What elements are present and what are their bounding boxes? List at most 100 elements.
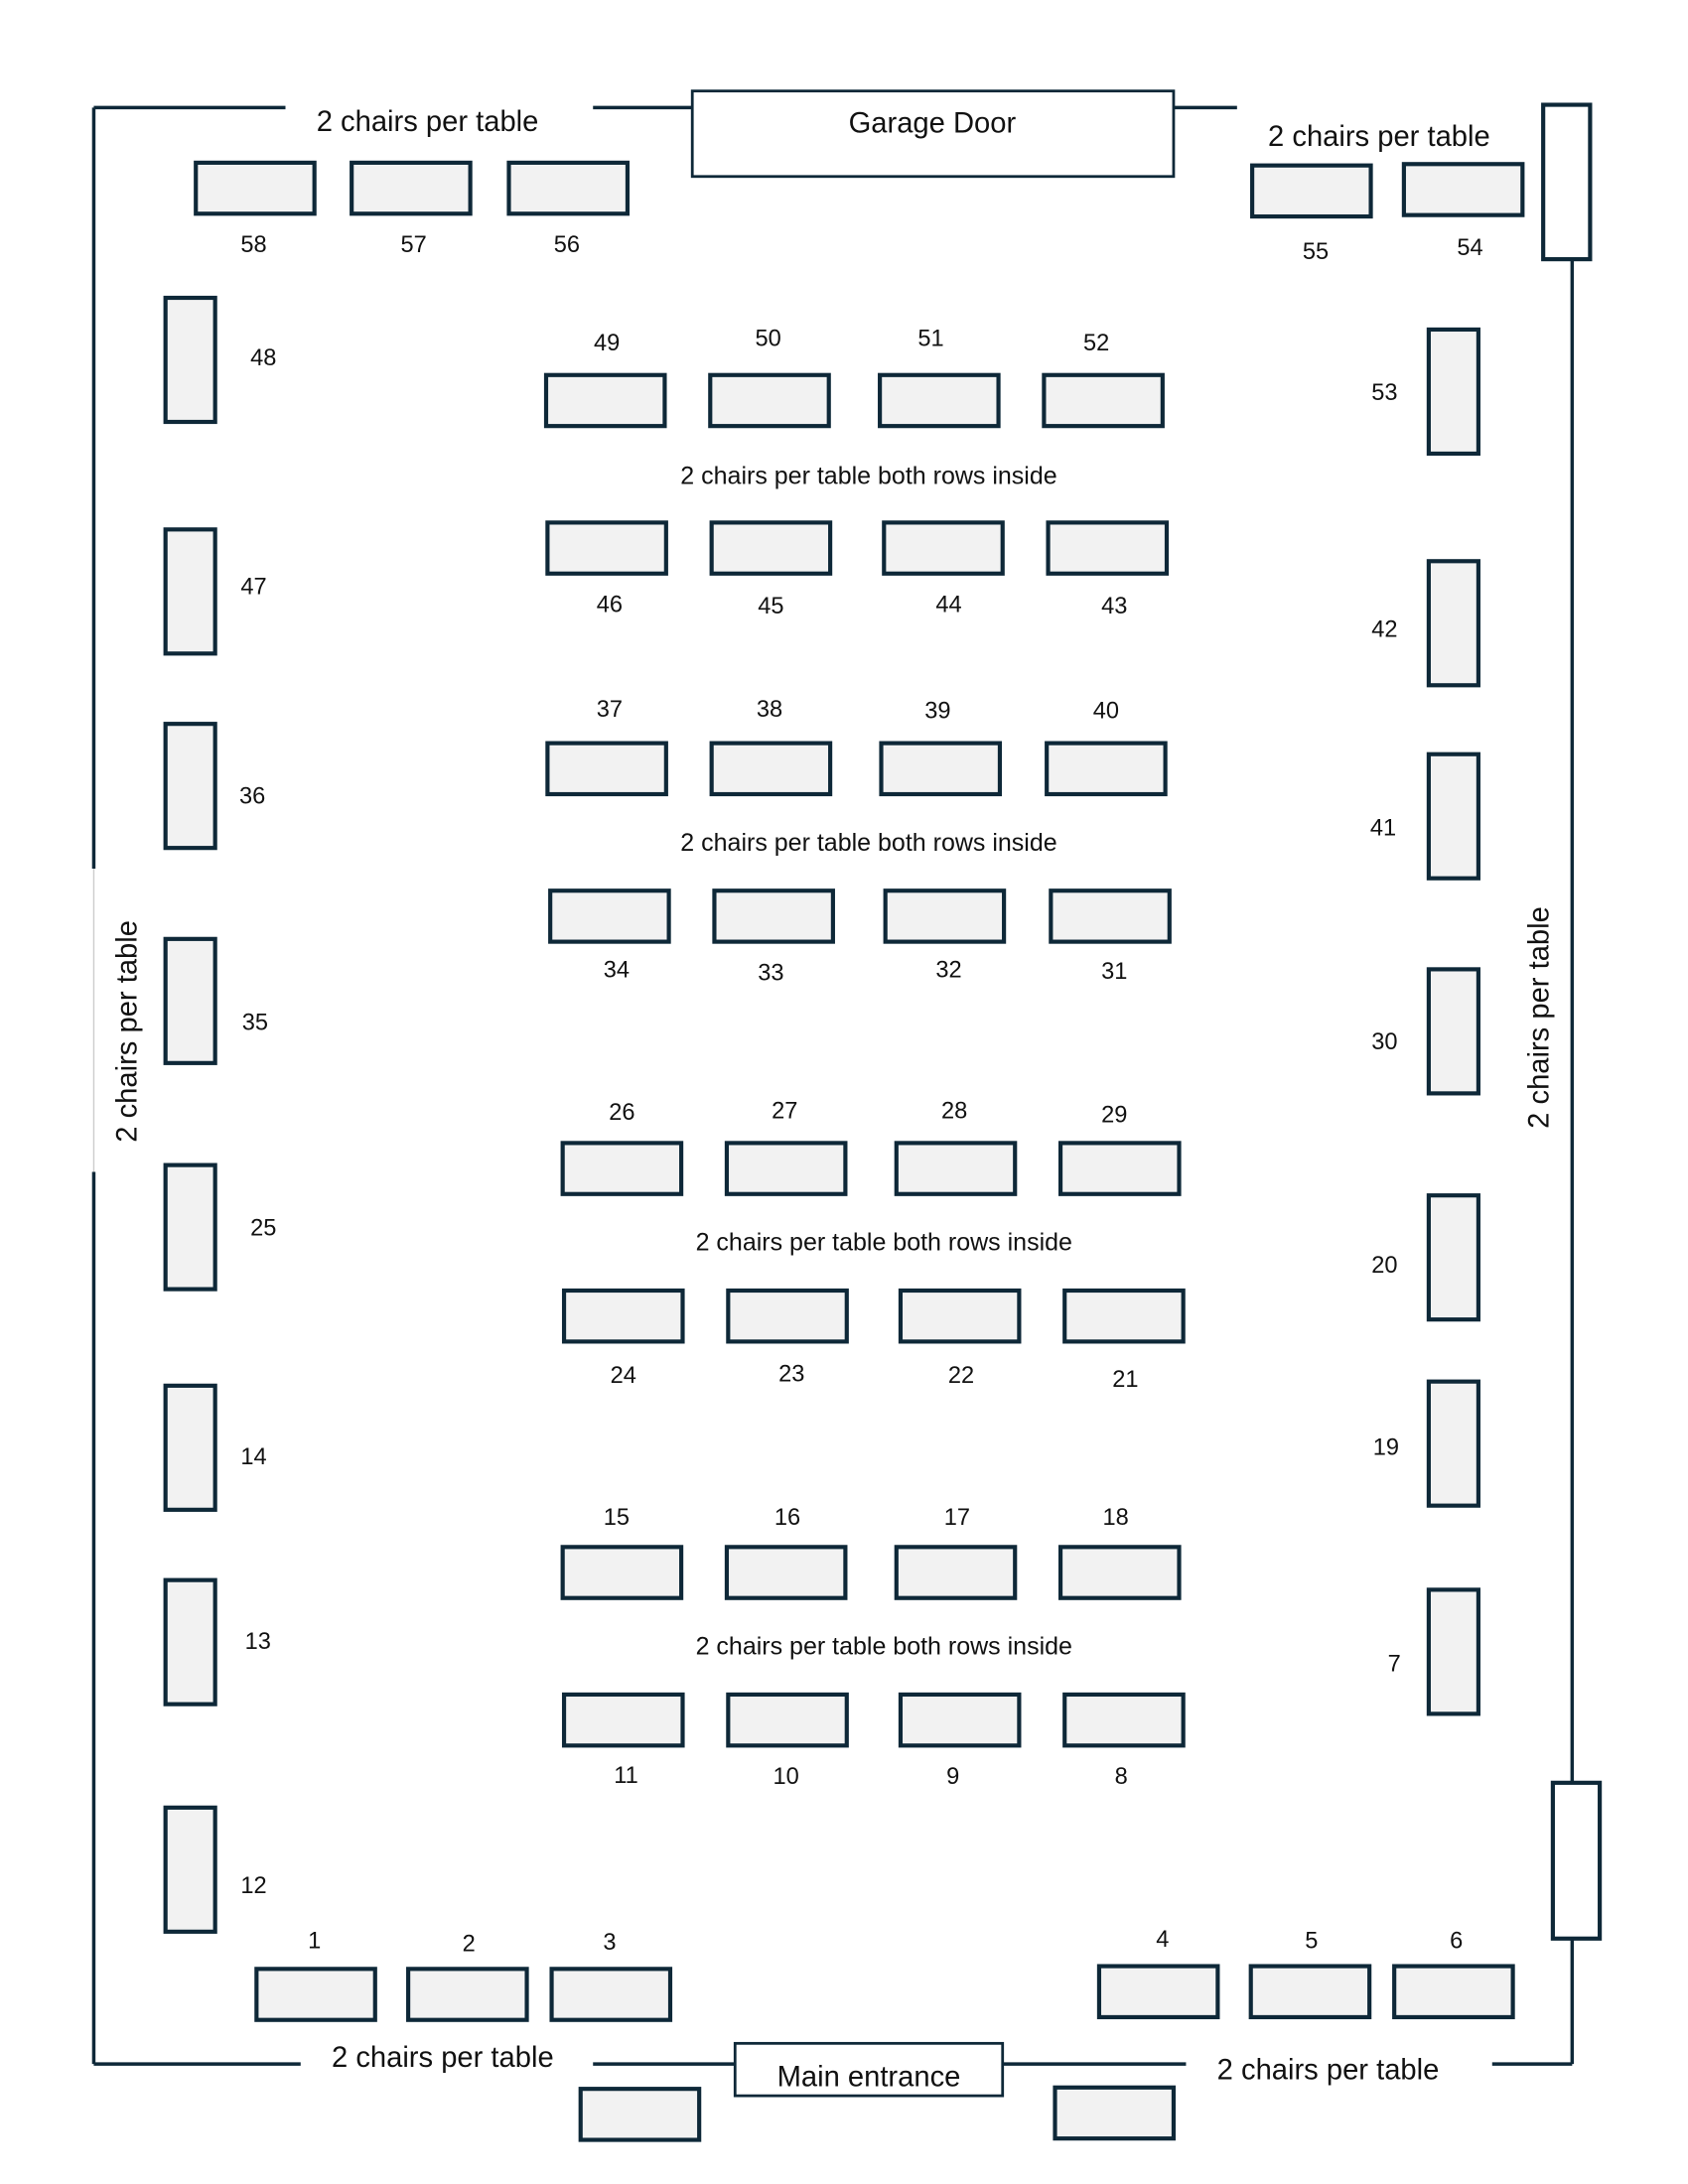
- table-number: 23: [778, 1362, 804, 1388]
- main-entrance-label: Main entrance: [777, 2061, 961, 2093]
- table-43: 43: [1046, 520, 1170, 619]
- table-number: 32: [935, 958, 961, 984]
- table-number: 7: [1388, 1651, 1401, 1677]
- table-51: 51: [878, 327, 1001, 429]
- table-rect: [548, 888, 671, 944]
- table-52: 52: [1042, 331, 1165, 429]
- table-48: 48: [163, 295, 276, 425]
- table-rect: [1426, 751, 1480, 881]
- table-21: 21: [1062, 1288, 1186, 1393]
- table-1: 1: [254, 1929, 377, 2022]
- table-rect: [1426, 967, 1480, 1096]
- table-rect: [879, 741, 1003, 797]
- table-rect: [1062, 1692, 1186, 1748]
- note-right: 2 chairs per table: [1524, 906, 1556, 1129]
- table-rect: [894, 1141, 1018, 1196]
- table-rect: [543, 372, 667, 429]
- table-rect: [1426, 1587, 1480, 1716]
- right-door-top: [1541, 102, 1593, 262]
- note-inside-1: 2 chairs per table both rows inside: [680, 463, 1056, 490]
- table-number: 20: [1371, 1253, 1397, 1279]
- note-inside-2: 2 chairs per table both rows inside: [680, 829, 1056, 857]
- table-number: 41: [1370, 816, 1396, 842]
- table-rect: [545, 741, 668, 797]
- table-20: 20: [1371, 1193, 1480, 1322]
- table-rect: [1392, 1964, 1515, 2020]
- table-number: 29: [1101, 1103, 1127, 1129]
- table-11: 11: [561, 1692, 685, 1789]
- table-3: 3: [549, 1930, 673, 2022]
- table-26: 26: [560, 1100, 684, 1196]
- table-36: 36: [163, 722, 265, 851]
- table-54: 54: [1401, 162, 1525, 261]
- table-35: 35: [163, 936, 268, 1065]
- table-rect: [883, 888, 1007, 944]
- table-number: 4: [1156, 1927, 1169, 1953]
- main-entrance: [733, 2041, 1005, 2098]
- table-9: 9: [898, 1692, 1022, 1790]
- table-39: 39: [879, 699, 1003, 797]
- table-rect: [560, 1141, 684, 1196]
- table-number: 53: [1371, 380, 1397, 406]
- table-10: 10: [726, 1692, 849, 1790]
- table-number: 49: [594, 331, 620, 356]
- table-rect: [163, 295, 217, 425]
- table-rect: [1250, 163, 1373, 219]
- table-12: 12: [163, 1805, 267, 1934]
- table-number: 51: [917, 327, 943, 352]
- table-number: 25: [250, 1215, 276, 1241]
- table-rect: [163, 1383, 217, 1512]
- table-rect: [506, 160, 631, 216]
- table-number: 38: [757, 697, 782, 723]
- table-24: 24: [561, 1288, 685, 1389]
- table-rect: [163, 527, 217, 656]
- table-number: 2: [463, 1931, 476, 1957]
- table-rect: [894, 1545, 1018, 1600]
- table-40: 40: [1045, 699, 1168, 797]
- table-number: 12: [240, 1873, 266, 1899]
- table-number: 27: [772, 1098, 797, 1124]
- table-number: 8: [1115, 1764, 1128, 1790]
- table-number: 31: [1101, 959, 1127, 985]
- table-number: 21: [1112, 1367, 1138, 1393]
- table-31: 31: [1049, 888, 1172, 985]
- table-19: 19: [1373, 1379, 1480, 1508]
- outside-table: [1053, 2085, 1177, 2141]
- note-left: 2 chairs per table: [112, 920, 144, 1143]
- table-rect: [561, 1288, 685, 1344]
- table-rect: [1426, 1193, 1480, 1322]
- table-rect: [1057, 1545, 1182, 1600]
- table-number: 52: [1083, 331, 1109, 356]
- note-inside-3: 2 chairs per table both rows inside: [696, 1229, 1072, 1257]
- table-number: 37: [597, 697, 623, 723]
- table-rect: [726, 1288, 849, 1344]
- table-rect: [561, 1692, 685, 1748]
- table-rect: [1045, 741, 1168, 797]
- table-number: 58: [240, 232, 266, 258]
- table-8: 8: [1062, 1692, 1186, 1790]
- table-rect: [882, 520, 1005, 576]
- table-16: 16: [724, 1505, 848, 1600]
- table-number: 10: [774, 1764, 799, 1790]
- table-rect: [878, 372, 1001, 429]
- table-number: 50: [755, 327, 780, 352]
- table-number: 54: [1457, 235, 1482, 261]
- table-number: 46: [597, 593, 623, 618]
- table-rect: [898, 1692, 1022, 1748]
- table-37: 37: [545, 697, 668, 797]
- table-rect: [1042, 372, 1165, 429]
- table-rect: [709, 520, 833, 576]
- table-33: 33: [712, 888, 835, 986]
- table-2: 2: [406, 1931, 529, 2022]
- table-45: 45: [709, 520, 833, 619]
- table-rect: [254, 1967, 377, 2022]
- table-29: 29: [1057, 1103, 1182, 1196]
- table-7: 7: [1388, 1587, 1480, 1716]
- table-number: 40: [1093, 699, 1119, 725]
- table-14: 14: [163, 1383, 267, 1512]
- table-53: 53: [1371, 327, 1480, 457]
- table-number: 19: [1373, 1434, 1399, 1460]
- table-32: 32: [883, 888, 1007, 984]
- table-number: 16: [774, 1505, 800, 1531]
